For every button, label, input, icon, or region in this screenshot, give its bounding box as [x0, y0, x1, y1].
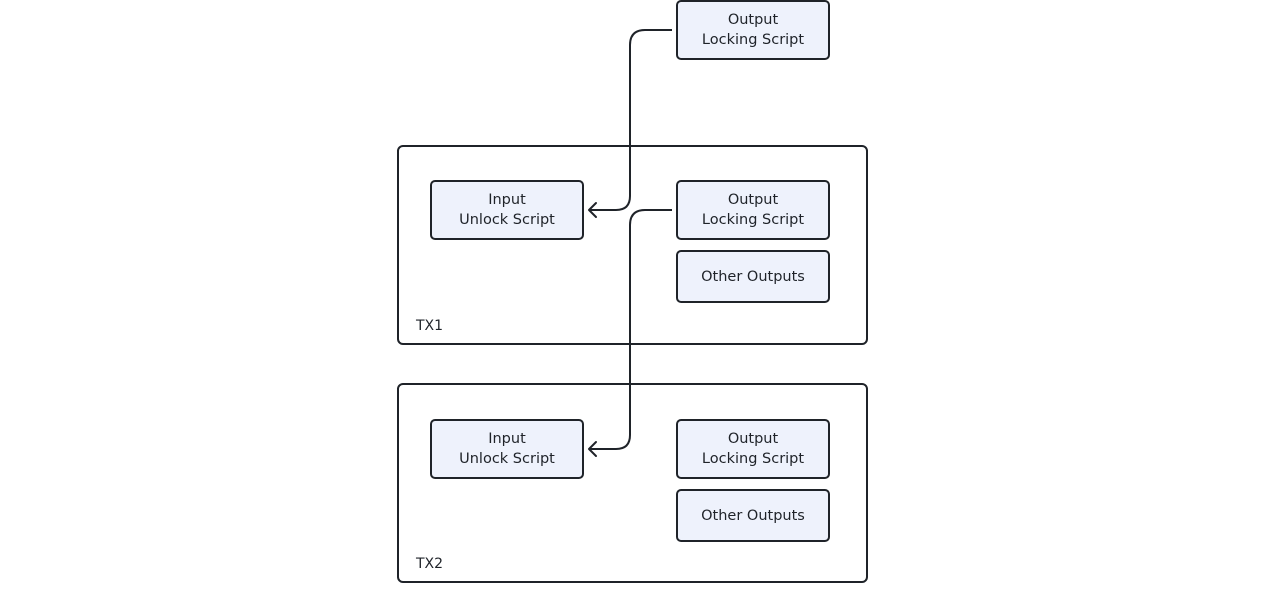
connector-tx1-output-to-tx2-input: [589, 209, 672, 450]
tx2-input-title: Input: [488, 431, 526, 447]
tx2-other-outputs-label: Other Outputs: [701, 507, 805, 524]
arrowhead-tx1-input: [588, 202, 597, 218]
tx1-input-title: Input: [488, 192, 526, 208]
top-output-subtitle: Locking Script: [701, 32, 805, 48]
tx2-output-subtitle: Locking Script: [701, 451, 805, 467]
connector-top-output-to-tx1-input: [589, 29, 672, 211]
tx1-other-outputs-label: Other Outputs: [701, 268, 805, 285]
tx2-label: TX2: [416, 556, 444, 572]
top-output-title: Output: [727, 12, 779, 28]
tx1-input-unlock-script-node: Input Unlock Script: [430, 180, 584, 240]
tx2-output-title: Output: [727, 431, 779, 447]
tx1-output-title: Output: [727, 192, 779, 208]
tx2-container: TX2: [397, 383, 868, 583]
tx2-input-subtitle: Unlock Script: [459, 451, 555, 467]
tx1-other-outputs-node: Other Outputs: [676, 250, 830, 303]
tx2-other-outputs-node: Other Outputs: [676, 489, 830, 542]
tx2-input-unlock-script-node: Input Unlock Script: [430, 419, 584, 479]
tx1-output-locking-script-node: Output Locking Script: [676, 180, 830, 240]
tx1-input-subtitle: Unlock Script: [459, 212, 555, 228]
tx1-output-subtitle: Locking Script: [701, 212, 805, 228]
tx1-label: TX1: [416, 318, 444, 334]
top-output-locking-script-node: Output Locking Script: [676, 0, 830, 60]
tx1-container: TX1: [397, 145, 868, 345]
arrowhead-tx2-input: [588, 441, 597, 457]
tx2-output-locking-script-node: Output Locking Script: [676, 419, 830, 479]
